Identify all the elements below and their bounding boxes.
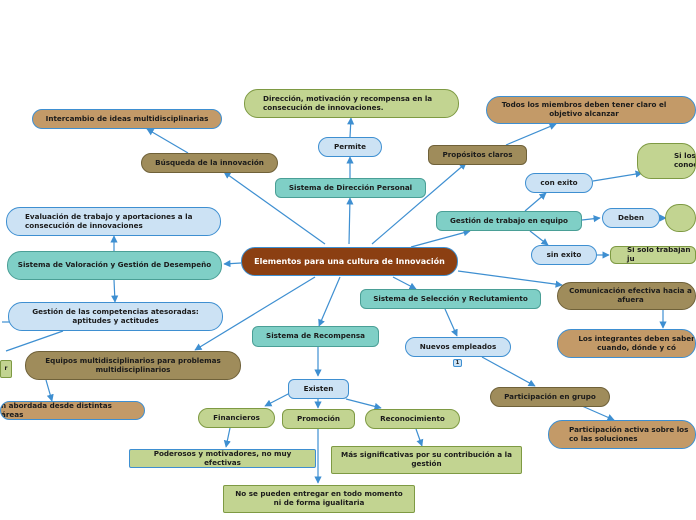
abordada-label: n abordada desde distintas áreas (1, 401, 112, 419)
reconocimiento-label: Reconocimiento (380, 413, 445, 423)
participacion-activa-node[interactable]: Participación activa sobre los co las so… (548, 420, 696, 449)
deben-target-node[interactable] (665, 204, 696, 232)
deben-node[interactable]: Deben (602, 208, 660, 228)
sistema-valoracion-label: Sistema de Valoración y Gestión de Desem… (17, 260, 212, 270)
permite-node[interactable]: Permite (318, 137, 382, 157)
nuevos-empleados-label: Nuevos empleados (419, 341, 497, 351)
mas-significativas-label: Más significativas por su contribución a… (341, 450, 512, 468)
poderosos-label: Poderosos y motivadores, no muy efectiva… (153, 449, 292, 467)
nuevos-empleados-node[interactable]: Nuevos empleados (405, 337, 511, 357)
sistema-seleccion-node[interactable]: Sistema de Selección y Reclutamiento (360, 289, 541, 309)
root-topic-label: Elementos para una cultura de Innovación (254, 256, 445, 266)
mas-significativas-node[interactable]: Más significativas por su contribución a… (331, 446, 522, 474)
direccion-motivacion-label: Dirección, motivación y recompensa en la… (263, 93, 433, 112)
busqueda-innovacion-node[interactable]: Búsqueda de la innovación (141, 153, 278, 173)
partial-left-node[interactable]: r (0, 360, 12, 378)
connector (223, 427, 231, 448)
direccion-motivacion-node[interactable]: Dirección, motivación y recompensa en la… (244, 89, 459, 118)
participacion-grupo-label: Participación en grupo (504, 391, 596, 401)
connector (529, 230, 549, 246)
promocion-node[interactable]: Promoción (282, 409, 355, 429)
financieros-label: Financieros (213, 412, 260, 422)
connector (5, 330, 64, 352)
permite-label: Permite (334, 141, 366, 151)
no-pueden-label: No se pueden entregar en todo momento ni… (235, 489, 403, 507)
todos-miembros-node[interactable]: Todos los miembros deben tener claro el … (486, 96, 696, 124)
sin-exito-label: sin exito (546, 249, 582, 259)
connector (371, 162, 467, 245)
connector (524, 192, 547, 212)
promocion-label: Promoción (297, 413, 340, 423)
busqueda-innovacion-label: Búsqueda de la innovación (155, 157, 264, 167)
existen-label: Existen (303, 383, 334, 393)
connector (581, 215, 601, 223)
sistema-seleccion-label: Sistema de Selección y Reclutamiento (373, 293, 528, 303)
propositos-claros-label: Propósitos claros (442, 149, 513, 159)
no-pueden-node[interactable]: No se pueden entregar en todo momento ni… (223, 485, 415, 513)
propositos-claros-node[interactable]: Propósitos claros (428, 145, 527, 165)
abordada-node[interactable]: n abordada desde distintas áreas (0, 401, 145, 420)
connector (457, 270, 563, 288)
participacion-activa-label: Participación activa sobre los co las so… (569, 424, 689, 443)
existen-node[interactable]: Existen (288, 379, 349, 399)
intercambio-ideas-label: Intercambio de ideas multidisciplinarias (45, 113, 209, 123)
intercambio-ideas-node[interactable]: Intercambio de ideas multidisciplinarias (32, 109, 222, 129)
connector (415, 428, 424, 447)
sistema-recompensa-node[interactable]: Sistema de Recompensa (252, 326, 379, 347)
sistema-direccion-label: Sistema de Dirección Personal (288, 182, 413, 192)
connector (45, 379, 54, 402)
si-solo-node[interactable]: Si solo trabajan ju (610, 246, 696, 264)
connector (318, 276, 341, 327)
participacion-grupo-node[interactable]: Participación en grupo (490, 387, 610, 407)
equipos-multi-node[interactable]: Equipos multidisciplinarios para problem… (25, 351, 241, 380)
comunicacion-node[interactable]: Comunicación efectiva hacia a afuera (557, 282, 696, 310)
gestion-trabajo-label: Gestión de trabajo en equipo (450, 215, 568, 225)
con-exito-label: con exito (540, 177, 578, 187)
sistema-recompensa-label: Sistema de Recompensa (266, 331, 365, 341)
connector (392, 276, 417, 290)
connector (111, 279, 119, 303)
connector (505, 123, 557, 146)
integrantes-label: Los integrantes deben saber cuando, dónd… (578, 333, 695, 352)
connector (481, 356, 536, 387)
connector (347, 117, 355, 138)
integrantes-node[interactable]: Los integrantes deben saber cuando, dónd… (557, 329, 696, 358)
connector (581, 405, 615, 421)
equipos-multi-label: Equipos multidisciplinarios para problem… (45, 355, 221, 374)
partial-left-label: r (4, 365, 8, 373)
sistema-direccion-node[interactable]: Sistema de Dirección Personal (275, 178, 426, 198)
sistema-valoracion-node[interactable]: Sistema de Valoración y Gestión de Desem… (7, 251, 222, 280)
connector (194, 276, 316, 351)
deben-label: Deben (618, 212, 644, 222)
evaluacion-trabajo-node[interactable]: Evaluación de trabajo y aportaciones a l… (6, 207, 221, 236)
sin-exito-node[interactable]: sin exito (531, 245, 597, 265)
connector (223, 171, 326, 245)
connector (223, 260, 242, 268)
evaluacion-trabajo-label: Evaluación de trabajo y aportaciones a l… (25, 211, 193, 230)
gestion-competencias-node[interactable]: Gestión de las competencias atesoradas: … (8, 302, 223, 331)
si-los-node[interactable]: Si los conocimie (637, 143, 696, 179)
gestion-competencias-label: Gestión de las competencias atesoradas: … (32, 306, 199, 325)
reconocimiento-node[interactable]: Reconocimiento (365, 409, 460, 429)
gestion-trabajo-node[interactable]: Gestión de trabajo en equipo (436, 211, 582, 231)
connector (264, 392, 291, 407)
connector (146, 128, 189, 154)
connector (346, 197, 354, 245)
connector (345, 398, 382, 410)
todos-miembros-label: Todos los miembros deben tener claro el … (501, 100, 667, 118)
si-los-label: Si los conocimie (674, 151, 696, 169)
comunicacion-label: Comunicación efectiva hacia a afuera (569, 286, 692, 304)
connector (444, 308, 458, 337)
con-exito-node[interactable]: con exito (525, 173, 593, 193)
financieros-node[interactable]: Financieros (198, 408, 275, 428)
poderosos-node[interactable]: Poderosos y motivadores, no muy efectiva… (129, 449, 316, 468)
connector (592, 170, 643, 182)
small-marker-label: 1 (455, 360, 460, 366)
si-solo-label: Si solo trabajan ju (627, 246, 691, 263)
small-marker-node[interactable]: 1 (453, 359, 462, 367)
root-topic[interactable]: Elementos para una cultura de Innovación (241, 247, 458, 276)
connector (410, 229, 471, 248)
